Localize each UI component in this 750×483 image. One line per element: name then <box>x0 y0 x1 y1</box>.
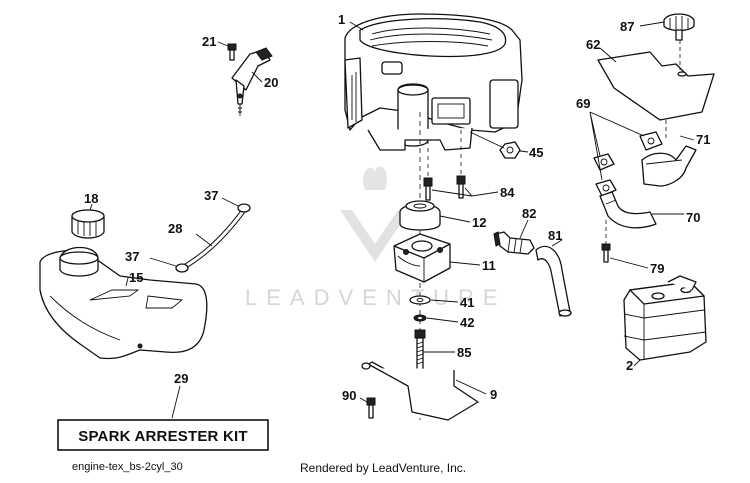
part-42-lockwasher: 42 <box>413 314 474 330</box>
spark-arrester-kit-label: SPARK ARRESTER KIT <box>78 428 247 445</box>
part-2-muffler: 2 <box>623 275 707 373</box>
part-label-62: 62 <box>586 37 600 52</box>
part-label-15: 15 <box>129 270 143 285</box>
part-label-90: 90 <box>342 388 356 403</box>
part-label-1: 1 <box>338 12 345 27</box>
leadventure-watermark: LEADVENTURE <box>245 166 507 310</box>
part-45-nut: 45 <box>469 131 543 160</box>
part-label-82: 82 <box>522 206 536 221</box>
part-label-37-upper: 37 <box>204 188 218 203</box>
part-62-heat-shield: 62 <box>586 37 715 121</box>
part-label-37-lower: 37 <box>125 249 139 264</box>
engine-assembly: 1 <box>338 12 523 151</box>
part-label-70: 70 <box>686 210 700 225</box>
part-28-fuel-line: 28 <box>168 208 247 271</box>
part-label-9: 9 <box>490 387 497 402</box>
part-70-exhaust-pipe: 70 <box>599 191 700 229</box>
part-label-81: 81 <box>548 228 562 243</box>
part-69-gaskets: 69 <box>576 96 663 197</box>
part-41-washer: 41 <box>409 295 474 310</box>
part-71-exhaust-pipe: 71 <box>641 132 710 187</box>
spark-arrester-kit-box <box>57 419 269 451</box>
diagram-id: engine-tex_bs-2cyl_30 <box>72 461 183 473</box>
part-label-20: 20 <box>264 75 278 90</box>
part-label-28: 28 <box>168 221 182 236</box>
part-11-clutch: 11 <box>393 233 496 283</box>
part-label-21: 21 <box>202 34 216 49</box>
part-84-bolts: 84 <box>423 175 515 201</box>
part-87-knob: 87 <box>620 13 695 41</box>
part-label-41: 41 <box>460 295 474 310</box>
part-12-pulley: 12 <box>399 200 486 231</box>
part-label-69: 69 <box>576 96 590 111</box>
part-90-bolt: 90 <box>342 388 376 419</box>
part-label-11: 11 <box>482 258 496 273</box>
part-37-clamp-upper: 37 <box>204 188 251 213</box>
part-81-hose: 81 <box>535 228 572 317</box>
part-82-fitting: 82 <box>493 206 536 255</box>
part-21-bolt: 21 <box>202 34 237 61</box>
part-label-29: 29 <box>174 371 188 386</box>
part-label-85: 85 <box>457 345 471 360</box>
part-37-clamp-lower: 37 <box>125 249 189 273</box>
part-label-87: 87 <box>620 19 634 34</box>
part-label-71: 71 <box>696 132 710 147</box>
part-label-18: 18 <box>84 191 98 206</box>
part-79-bolt: 79 <box>601 243 664 276</box>
part-9-rod: 9 <box>361 361 497 421</box>
part-20-throttle-control: 20 <box>231 47 278 116</box>
part-18-fuel-cap: 18 <box>71 191 105 239</box>
part-29-spark-arrester: 29 SPARK ARRESTER KIT <box>57 371 269 451</box>
watermark-text: LEADVENTURE <box>245 285 507 310</box>
leader-1 <box>349 21 364 31</box>
part-label-2: 2 <box>626 358 633 373</box>
part-85-bolt: 85 <box>414 329 471 373</box>
part-label-79: 79 <box>650 261 664 276</box>
part-label-84: 84 <box>500 185 515 200</box>
part-label-42: 42 <box>460 315 474 330</box>
part-15-fuel-tank: 15 <box>39 246 208 360</box>
part-label-45: 45 <box>529 145 543 160</box>
render-credit: Rendered by LeadVenture, Inc. <box>300 461 466 475</box>
part-label-12: 12 <box>472 215 486 230</box>
